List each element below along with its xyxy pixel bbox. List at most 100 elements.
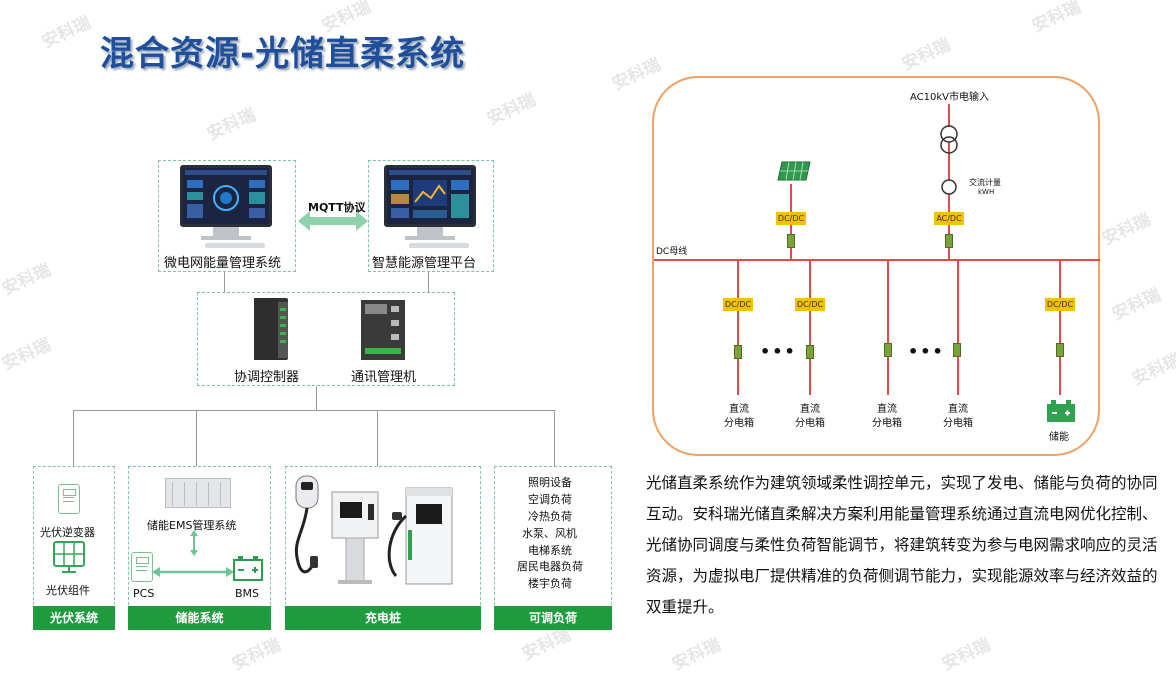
breaker-icon [945, 234, 953, 248]
breaker-icon [953, 343, 961, 357]
description-text: 光储直柔系统作为建筑领域柔性调控单元，实现了发电、储能与负荷的协同互动。安科瑞光… [646, 474, 1158, 616]
loads-box [494, 466, 612, 630]
monitor-stand [417, 227, 443, 237]
branch-dc-converter: DC/DC [795, 298, 825, 311]
branch-label-line: 直流 [877, 404, 897, 415]
inverter-label: 光伏逆变器 [40, 526, 95, 539]
connector [224, 272, 225, 292]
load-item: 电梯系统 [528, 544, 572, 557]
mqtt-label: MQTT协议 [308, 201, 366, 214]
inverter-icon [58, 484, 80, 514]
watermark: 安科瑞 [1099, 209, 1154, 250]
monitor-base [201, 236, 251, 240]
ac-dc-converter: AC/DC [934, 212, 964, 225]
pcs-label: PCS [133, 587, 155, 600]
monitor-stand [213, 227, 239, 237]
connector [377, 410, 378, 466]
ellipsis: ••• [760, 342, 797, 361]
monitor-icon [180, 165, 272, 227]
watermark: 安科瑞 [484, 89, 539, 130]
pv-dc-converter: DC/DC [776, 212, 806, 225]
connector [73, 410, 555, 411]
branch-label-line: 直流 [729, 404, 749, 415]
branch-label: 直流 分电箱 [941, 403, 975, 431]
load-item: 水泵、风机 [522, 527, 577, 540]
branch-line [809, 261, 811, 395]
branch-label-line: 分电箱 [943, 418, 973, 429]
charging-bar: 充电桩 [285, 606, 481, 630]
storage-label: 储能 [1049, 432, 1069, 443]
pv-system-bar: 光伏系统 [33, 606, 115, 630]
watermark: 安科瑞 [0, 334, 54, 375]
branch-line [887, 261, 889, 395]
ellipsis: ••• [908, 342, 945, 361]
solar-panel-icon [53, 541, 85, 573]
pcs-icon [131, 552, 153, 582]
meter-unit: kWH [978, 188, 995, 196]
watermark: 安科瑞 [0, 259, 54, 300]
controller-box [197, 292, 455, 386]
controller-label: 协调控制器 [234, 370, 300, 385]
watermark: 安科瑞 [229, 634, 284, 675]
bms-label: BMS [235, 587, 260, 600]
storage-ems-label: 储能EMS管理系统 [147, 519, 237, 532]
watermark: 安科瑞 [609, 54, 664, 95]
branch-label-line: 直流 [948, 404, 968, 415]
branch-label-line: 直流 [800, 404, 820, 415]
branch-dc-converter: DC/DC [723, 298, 753, 311]
charger-icon [294, 475, 453, 585]
ems-label: 微电网能量管理系统 [164, 256, 282, 271]
breaker-icon [787, 234, 795, 248]
keyboard-icon [205, 243, 265, 248]
load-item: 楼宇负荷 [528, 577, 572, 590]
branch-label-line: 分电箱 [872, 418, 902, 429]
branch-label-line: 分电箱 [795, 418, 825, 429]
breaker-icon [884, 343, 892, 357]
page-title: 混合资源-光储直柔系统 [100, 34, 466, 74]
connector [428, 272, 429, 292]
watermark: 安科瑞 [1029, 0, 1084, 37]
breaker-icon [1056, 343, 1064, 357]
branch-label: 直流 分电箱 [870, 403, 904, 431]
monitor-icon [384, 165, 476, 227]
load-item: 居民电器负荷 [517, 560, 583, 573]
watermark: 安科瑞 [1109, 284, 1164, 325]
watermark: 安科瑞 [939, 634, 994, 675]
load-item: 冷热负荷 [528, 510, 572, 523]
watermark: 安科瑞 [204, 104, 259, 145]
branch-label-line: 分电箱 [724, 418, 754, 429]
storage-system-bar: 储能系统 [128, 606, 271, 630]
controller-icon [254, 298, 288, 360]
storage-cabinet-icon [165, 478, 231, 508]
load-item: 空调负荷 [528, 493, 572, 506]
meter-label: 交流计量 [969, 178, 1001, 187]
grid-input-label: AC10kV市电输入 [910, 92, 990, 103]
comm-label: 通讯管理机 [351, 370, 417, 385]
monitor-base [405, 236, 455, 240]
dc-system-frame [652, 76, 1100, 456]
meter-icon [941, 179, 957, 195]
dc-bus-label: DC母线 [656, 247, 688, 257]
storage-arrows [152, 530, 234, 577]
dc-bus [654, 259, 1100, 261]
branch-dc-converter: DC/DC [1045, 298, 1075, 311]
keyboard-icon [409, 243, 469, 248]
watermark: 安科瑞 [1129, 349, 1176, 390]
load-item: 照明设备 [528, 476, 572, 489]
breaker-icon [734, 345, 742, 359]
battery-icon [1047, 400, 1075, 422]
watermark: 安科瑞 [669, 634, 724, 675]
pv-module-label: 光伏组件 [46, 584, 90, 597]
battery-icon [233, 556, 263, 581]
loads-bar: 可调负荷 [494, 606, 612, 630]
mqtt-arrow [298, 211, 368, 231]
branch-label: 直流 分电箱 [793, 403, 827, 431]
comm-manager-icon [361, 300, 405, 360]
branch-line [957, 261, 959, 395]
transformer-icon [940, 125, 958, 154]
connector [554, 410, 555, 466]
solar-panel-icon [777, 161, 811, 181]
platform-label: 智慧能源管理平台 [372, 256, 477, 271]
connector [196, 410, 197, 466]
watermark: 安科瑞 [899, 34, 954, 75]
